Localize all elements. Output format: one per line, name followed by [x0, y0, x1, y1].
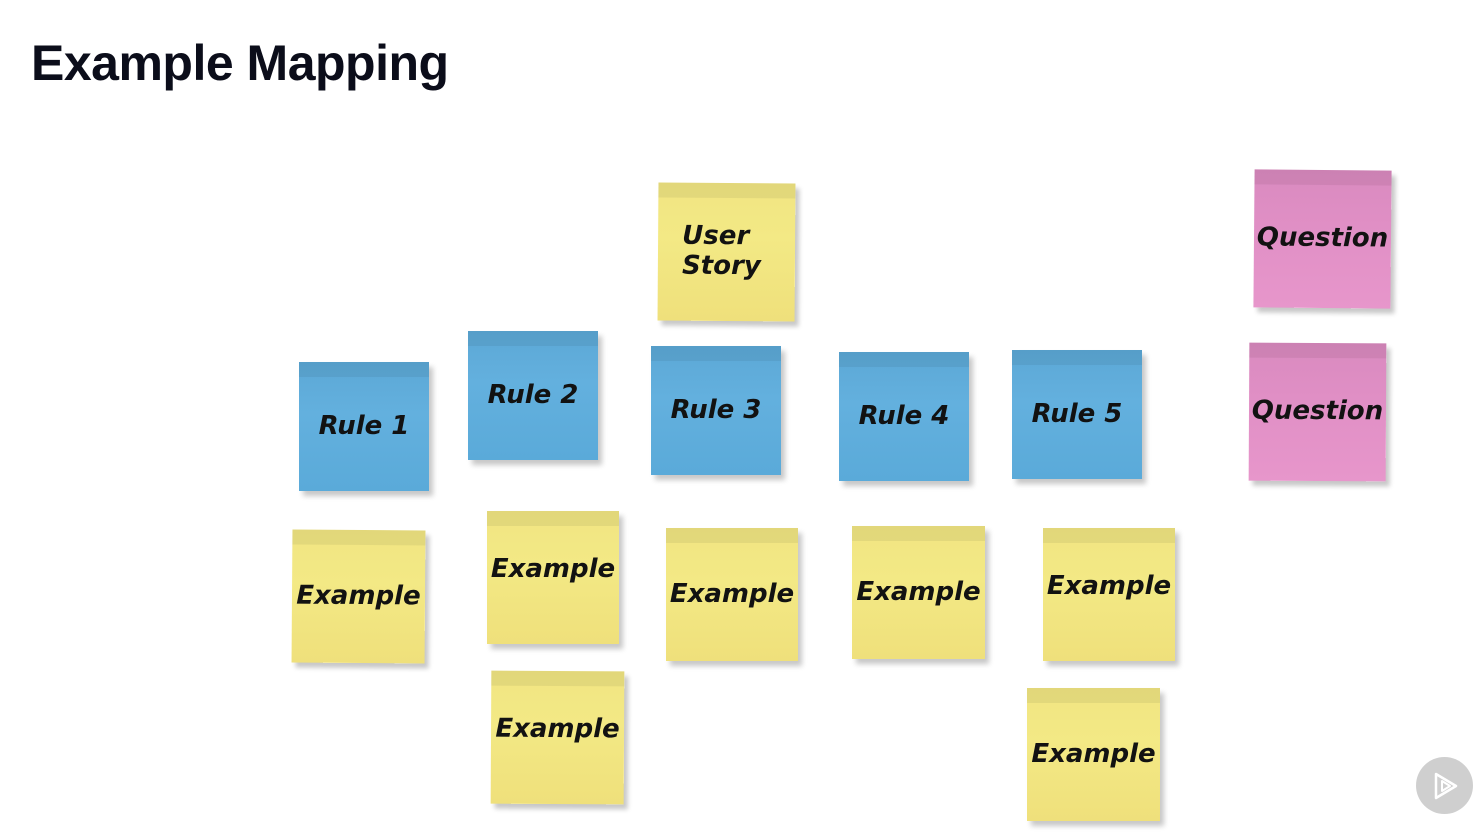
rule-label: Rule 5 — [1031, 398, 1123, 429]
rule-label: Rule 3 — [670, 394, 762, 425]
rule-note-3: Rule 3 — [651, 346, 781, 475]
rule-label: Rule 1 — [318, 410, 410, 441]
play-button[interactable] — [1416, 757, 1473, 814]
play-icon — [1434, 772, 1457, 799]
rule-label: Rule 2 — [487, 379, 579, 410]
question-note-1: Question — [1253, 169, 1392, 309]
rule-note-4: Rule 4 — [839, 352, 969, 481]
user-story-label: User Story — [681, 220, 761, 282]
example-label: Example — [490, 553, 616, 584]
example-note-rule1: Example — [291, 529, 426, 664]
example-label: Example — [1046, 570, 1172, 601]
example-note-rule5-a: Example — [1043, 528, 1175, 661]
question-note-2: Question — [1248, 342, 1387, 482]
user-story-note: User Story — [657, 182, 796, 322]
example-note-rule2-b: Example — [490, 670, 625, 805]
rule-label: Rule 4 — [858, 400, 950, 431]
question-label: Question — [1256, 222, 1389, 254]
example-label: Example — [669, 578, 795, 609]
example-label: Example — [296, 580, 421, 611]
example-label: Example — [495, 713, 620, 744]
example-note-rule5-b: Example — [1027, 688, 1160, 821]
example-note-rule4: Example — [852, 526, 985, 659]
example-label: Example — [1031, 738, 1156, 769]
example-note-rule3: Example — [666, 528, 798, 661]
rule-note-2: Rule 2 — [468, 331, 598, 460]
example-note-rule2-a: Example — [487, 511, 619, 644]
page-title: Example Mapping — [31, 35, 449, 91]
question-label: Question — [1251, 395, 1384, 427]
example-label: Example — [856, 576, 981, 607]
rule-note-5: Rule 5 — [1012, 350, 1142, 479]
rule-note-1: Rule 1 — [299, 362, 429, 491]
